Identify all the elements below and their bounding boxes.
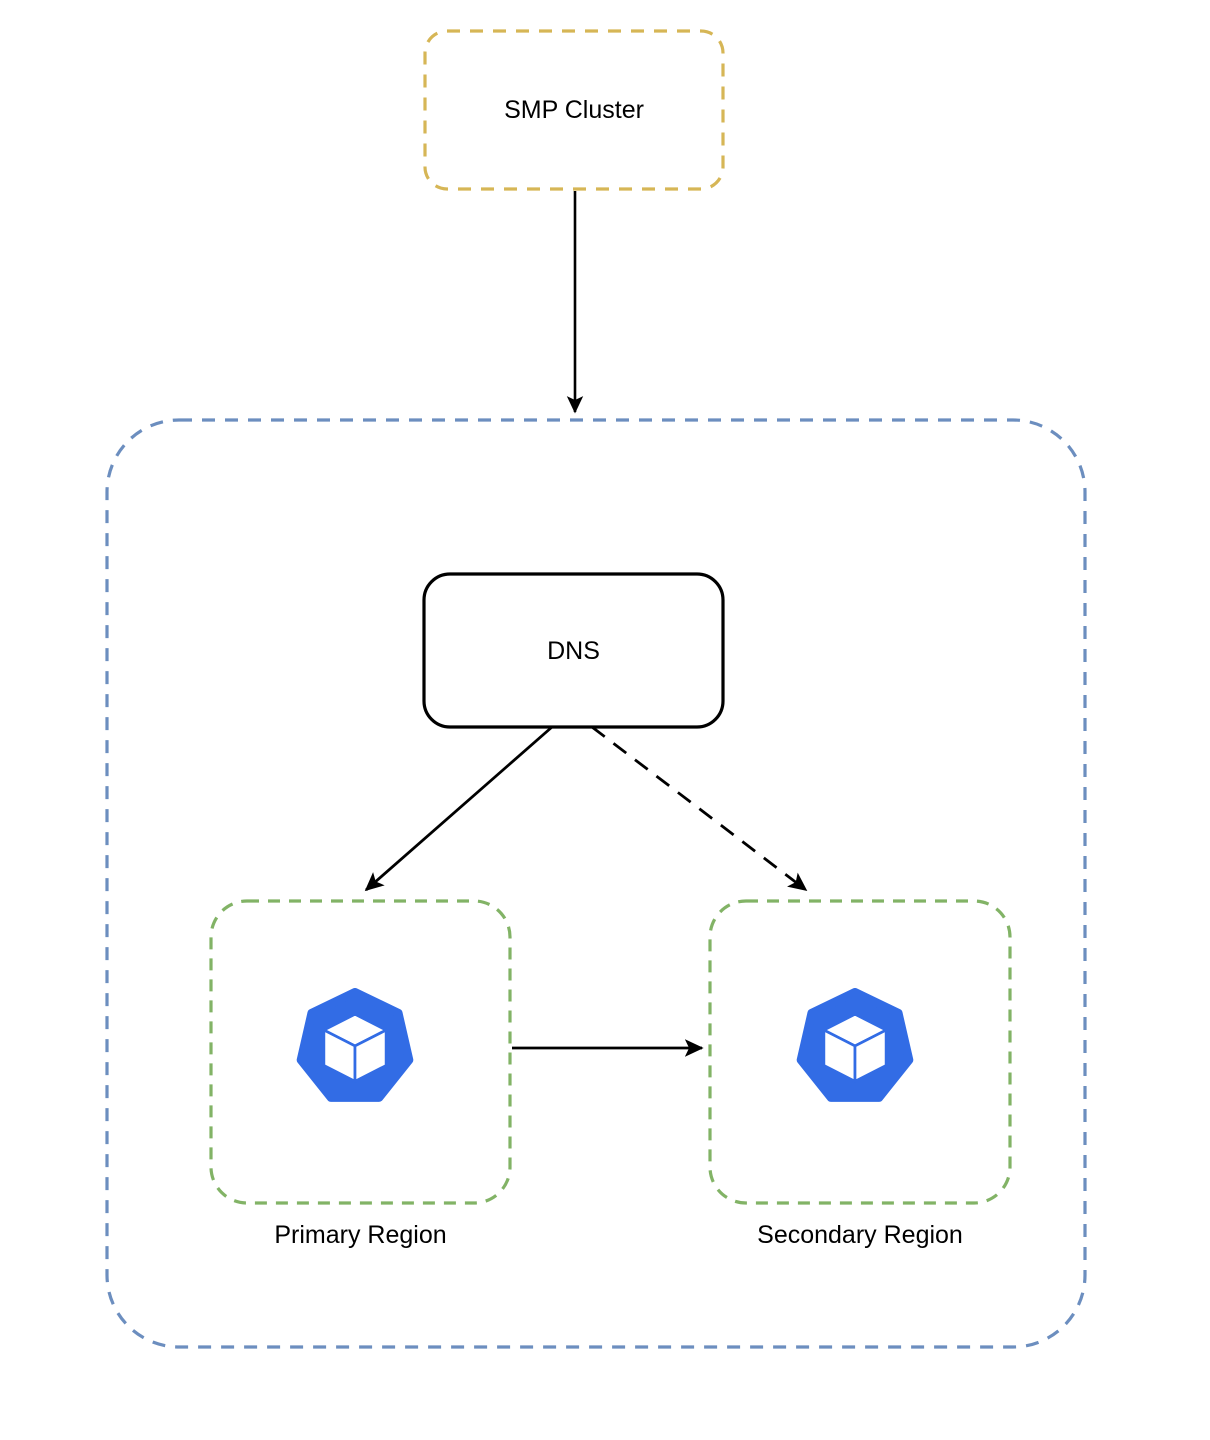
secondary-region-caption: Secondary Region	[757, 1221, 963, 1249]
smp-cluster-box[interactable]	[423, 29, 725, 191]
primary-region-caption: Primary Region	[274, 1221, 447, 1249]
kubernetes-icon	[296, 988, 414, 1102]
kubernetes-icon	[796, 988, 914, 1102]
edge-dns-to-primary	[364, 725, 553, 892]
dns-box[interactable]	[422, 572, 725, 729]
platform-container-box	[105, 418, 1087, 1349]
kubernetes-icon-primary	[294, 988, 416, 1110]
edge-dns-to-secondary	[591, 725, 808, 892]
kubernetes-icon-secondary	[794, 988, 916, 1110]
